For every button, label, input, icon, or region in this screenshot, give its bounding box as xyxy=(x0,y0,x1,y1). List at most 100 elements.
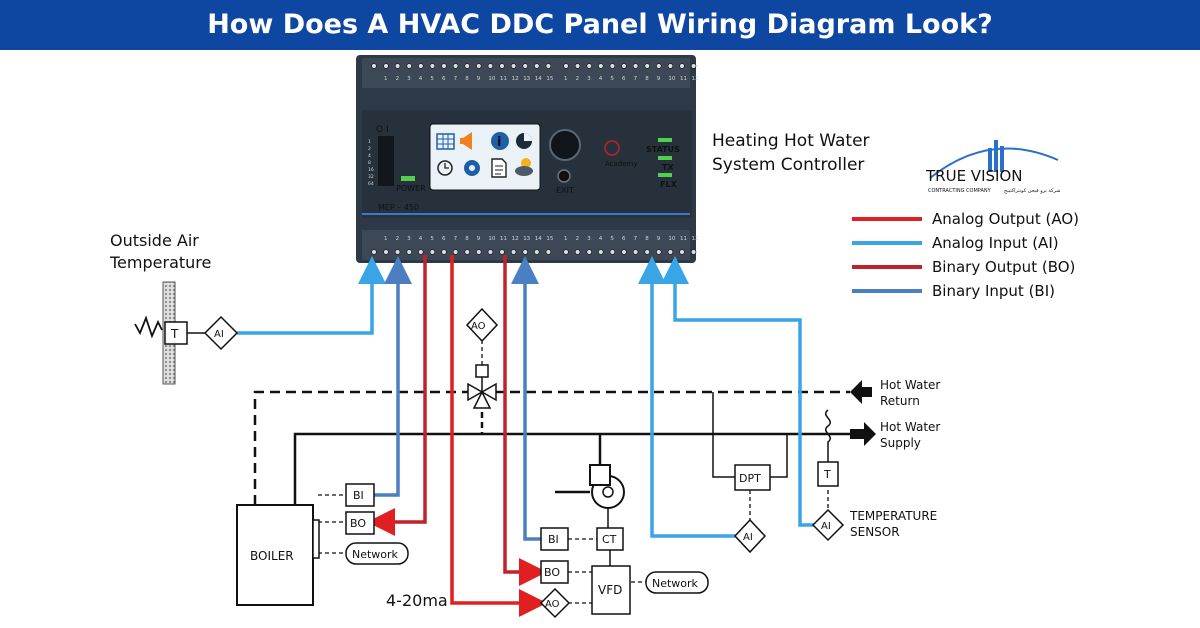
boiler-network-label: Network xyxy=(352,548,399,561)
bottom-terminal-screw[interactable] xyxy=(383,249,389,255)
bottom-terminal-screw[interactable] xyxy=(418,249,424,255)
pie-chart-icon[interactable] xyxy=(516,133,532,149)
lcd-screen[interactable] xyxy=(429,123,541,191)
bottom-terminal-screw[interactable] xyxy=(621,249,627,255)
bottom-terminal-screw[interactable] xyxy=(667,249,674,255)
logo-sub: CONTRACTING COMPANY xyxy=(928,188,992,194)
bottom-terminal-screw[interactable] xyxy=(406,249,412,255)
vfd-network-box[interactable] xyxy=(645,571,709,594)
top-terminal-screw[interactable] xyxy=(545,63,552,69)
boiler-network-box[interactable] xyxy=(345,542,409,565)
top-terminal-screw[interactable] xyxy=(644,63,650,69)
bottom-terminal-screw[interactable] xyxy=(534,249,540,255)
bottom-terminal-screw[interactable] xyxy=(574,249,581,255)
weather-icon[interactable] xyxy=(515,158,533,176)
power-led xyxy=(401,176,415,181)
top-terminal-screw[interactable] xyxy=(667,63,674,69)
bottom-terminal-screw[interactable] xyxy=(644,249,650,255)
bottom-terminal-screw[interactable] xyxy=(586,249,592,255)
bottom-terminal-screw[interactable] xyxy=(510,249,517,255)
bottom-terminal-number: 9 xyxy=(477,236,481,242)
bottom-terminal-screw[interactable] xyxy=(441,249,447,255)
temp-t-box xyxy=(817,461,839,487)
bottom-terminal-screw[interactable] xyxy=(545,249,552,255)
alarm-horn-icon[interactable] xyxy=(460,132,472,150)
exit-button[interactable] xyxy=(557,169,571,183)
top-terminal-dots xyxy=(371,63,697,69)
dip-switch xyxy=(378,136,394,186)
top-terminal-screw[interactable] xyxy=(522,63,528,69)
top-terminal-screw[interactable] xyxy=(499,63,505,69)
top-terminal-screw[interactable] xyxy=(394,63,401,69)
top-terminal-screw[interactable] xyxy=(476,63,482,69)
bottom-terminal-screw[interactable] xyxy=(464,249,470,255)
dip-switch-number: 16 xyxy=(368,167,374,173)
bottom-terminal-screw[interactable] xyxy=(563,249,569,255)
boiler: BOILER BI BO Network xyxy=(236,483,409,606)
top-terminal-screw[interactable] xyxy=(452,63,459,69)
bottom-terminal-screw[interactable] xyxy=(452,249,459,255)
rotary-knob[interactable] xyxy=(549,129,581,161)
top-terminal-number: 9 xyxy=(657,76,661,82)
hw-supply-label-2: Supply xyxy=(880,436,921,450)
bottom-terminal-number: 3 xyxy=(407,236,411,242)
top-terminal-screw[interactable] xyxy=(534,63,540,69)
top-terminal-screw[interactable] xyxy=(656,63,662,69)
document-icon[interactable] xyxy=(491,158,507,178)
bottom-terminal-dots xyxy=(371,249,697,255)
bottom-terminal-number: 9 xyxy=(657,236,661,242)
ma-label: 4-20ma xyxy=(386,591,448,610)
bottom-terminal-screw[interactable] xyxy=(609,249,616,255)
top-terminal-screw[interactable] xyxy=(574,63,581,69)
settings-gear-icon[interactable] xyxy=(464,160,480,176)
bottom-terminal-number: 12 xyxy=(512,236,519,242)
top-terminal-screw[interactable] xyxy=(621,63,627,69)
bottom-terminal-screw[interactable] xyxy=(598,249,604,255)
top-terminal-screw[interactable] xyxy=(487,63,494,69)
top-terminal-number: 10 xyxy=(668,76,675,82)
top-terminal-screw[interactable] xyxy=(632,63,639,69)
true-vision-logo: TRUE VISION CONTRACTING COMPANY شركة ترو… xyxy=(925,140,1060,194)
bottom-terminal-screw[interactable] xyxy=(394,249,401,255)
info-icon[interactable]: i xyxy=(491,132,509,150)
top-terminal-number: 11 xyxy=(500,76,507,82)
outside-air-ai-diamond xyxy=(203,315,239,351)
bottom-terminal-screw[interactable] xyxy=(656,249,662,255)
temp-ai-label: AI xyxy=(821,521,831,532)
bottom-terminal-screw[interactable] xyxy=(632,249,639,255)
top-terminal-screw[interactable] xyxy=(383,63,389,69)
bottom-terminal-screw[interactable] xyxy=(429,249,436,255)
top-terminal-screw[interactable] xyxy=(418,63,424,69)
bottom-terminal-screw[interactable] xyxy=(499,249,505,255)
model-label: MEP – 450 xyxy=(378,203,419,212)
top-terminal-screw[interactable] xyxy=(464,63,470,69)
top-terminal-screw[interactable] xyxy=(690,63,697,69)
bottom-terminal-screw[interactable] xyxy=(371,249,377,255)
bottom-terminal-screw[interactable] xyxy=(487,249,494,255)
top-terminal-screw[interactable] xyxy=(429,63,436,69)
bottom-terminal-screw[interactable] xyxy=(476,249,482,255)
top-terminal-screw[interactable] xyxy=(406,63,412,69)
top-terminal-screw[interactable] xyxy=(563,63,569,69)
top-terminal-screw[interactable] xyxy=(679,63,685,69)
top-terminal-screw[interactable] xyxy=(586,63,592,69)
top-terminal-screw[interactable] xyxy=(598,63,604,69)
top-terminal-number: 8 xyxy=(465,76,469,82)
top-terminal-screw[interactable] xyxy=(609,63,616,69)
top-terminal-screw[interactable] xyxy=(371,63,377,69)
ct-label: CT xyxy=(602,533,617,546)
calendar-icon[interactable] xyxy=(436,133,455,150)
bottom-terminal-screw[interactable] xyxy=(690,249,697,255)
hw-supply-arrow xyxy=(850,422,876,446)
bottom-terminal-screw[interactable] xyxy=(522,249,528,255)
clock-icon[interactable] xyxy=(437,160,453,176)
ai-wire-outside-air xyxy=(237,256,386,335)
temp-sensor-label-2: SENSOR xyxy=(850,525,900,539)
bottom-terminal-screw[interactable] xyxy=(679,249,685,255)
temp-t-label: T xyxy=(823,468,831,481)
top-terminal-screw[interactable] xyxy=(441,63,447,69)
outside-air-t-label: T xyxy=(170,327,179,341)
top-terminal-screw[interactable] xyxy=(510,63,517,69)
